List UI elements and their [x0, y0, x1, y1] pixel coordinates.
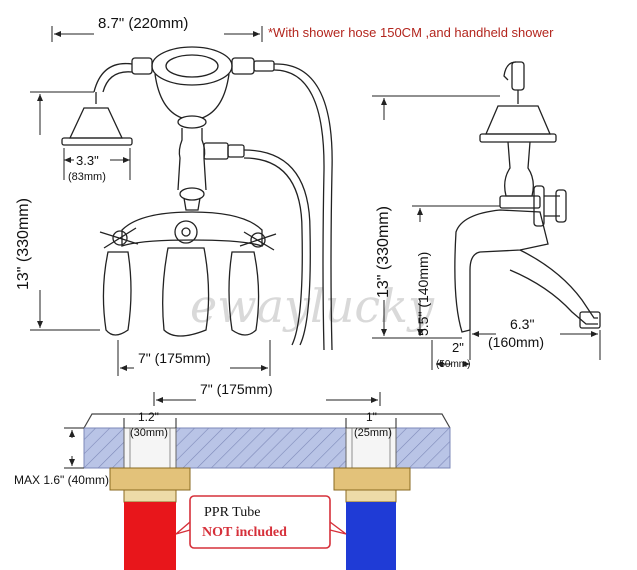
callout-not-included: NOT included — [202, 525, 287, 540]
head-diameter-in-label: 3.3" — [76, 153, 99, 168]
hose-note: *With shower hose 150CM ,and handheld sh… — [268, 25, 554, 40]
dimension-lines — [30, 26, 601, 376]
spout-height-label: 5.5" (140mm) — [415, 252, 431, 336]
left-pipe-mm-label: (30mm) — [130, 427, 168, 439]
right-pipe-mm-label: (25mm) — [354, 427, 392, 439]
callout-ppr-tube: PPR Tube — [204, 505, 260, 520]
base-in-label: 2" — [452, 340, 464, 355]
cold-water-tube — [346, 502, 396, 570]
left-nut-fitting — [109, 467, 191, 491]
side-view-faucet — [454, 61, 601, 333]
installation-section — [64, 392, 451, 570]
left-height-label: 13" (330mm) — [15, 198, 32, 290]
hot-water-tube — [124, 502, 176, 570]
side-height-label: 13" (330mm) — [375, 206, 392, 298]
spout-reach-mm-label: (160mm) — [488, 334, 544, 350]
bottom-spacing-label: 7" (175mm) — [200, 381, 273, 397]
head-diameter-mm-label: (83mm) — [68, 171, 106, 183]
max-thickness-label: MAX 1.6" (40mm) — [14, 473, 109, 487]
mount-spacing-label: 7" (175mm) — [138, 350, 211, 366]
watermark-text: ewaylucky — [190, 279, 435, 333]
right-pipe-in-label: 1" — [366, 410, 377, 424]
base-mm-label: (50mm) — [436, 359, 470, 370]
ppr-tube-callout — [189, 495, 331, 549]
left-pipe-in-label: 1.2" — [138, 410, 159, 424]
top-width-label: 8.7" (220mm) — [98, 15, 188, 32]
front-view-faucet — [61, 46, 333, 351]
right-nut-fitting — [333, 467, 411, 491]
spout-reach-in-label: 6.3" — [510, 316, 534, 332]
